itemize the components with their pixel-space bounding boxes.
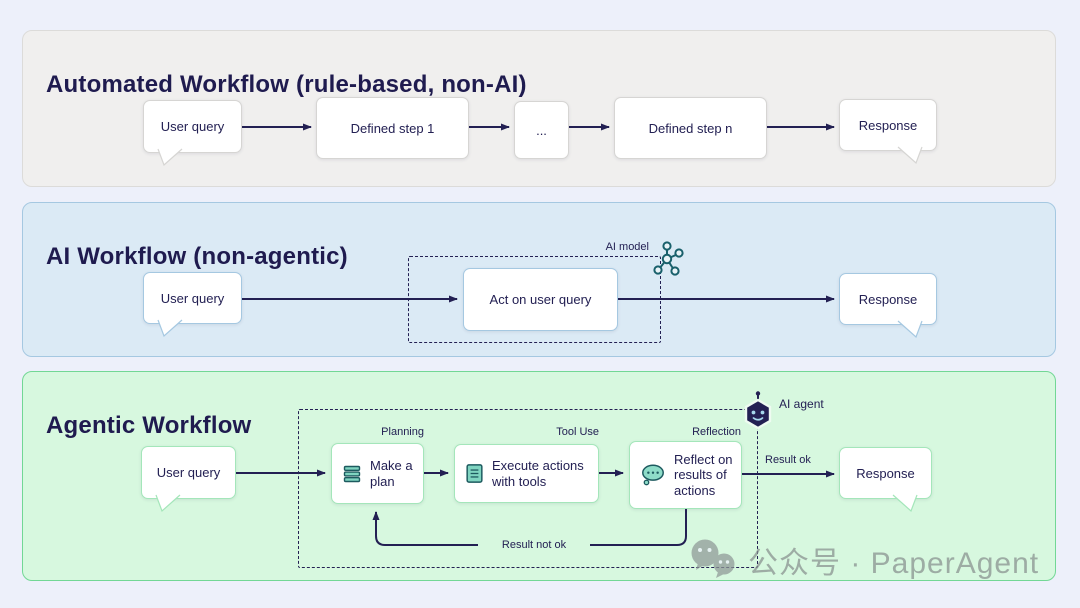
reflect-label: Reflect on results of actions [674,452,733,498]
wechat-icon [691,539,735,578]
ai-agent-dashed-boundary [298,409,758,568]
defined-step-n-label: Defined step n [648,120,733,136]
speech-tail-left [157,319,183,338]
user-query-label: User query [156,465,221,480]
user-query-bubble: User query [141,446,236,513]
tool-use-stage-label: Tool Use [556,426,599,438]
watermark: 公众号 · PaperAgent [688,538,1039,582]
planning-stage-label: Planning [381,426,424,438]
speech-tail-right [897,146,923,165]
act-on-user-query-label: Act on user query [489,292,592,307]
ellipsis-label: ... [536,122,547,138]
response-bubble: Response [839,99,937,165]
ellipsis-box: ... [514,101,569,159]
ai-workflow-title: AI Workflow (non-agentic) [46,242,348,270]
speech-tail-left [155,494,181,513]
panel-automated-workflow: Automated Workflow (rule-based, non-AI) … [22,30,1056,187]
result-ok-label: Result ok [765,454,811,466]
reflection-stage-label: Reflection [692,426,741,438]
user-query-label: User query [160,119,225,134]
execute-actions-box: Execute actions with tools [454,444,599,503]
agentic-workflow-title: Agentic Workflow [46,411,252,439]
ai-agent-icon [744,391,772,430]
act-on-user-query-box: Act on user query [463,268,618,331]
user-query-label: User query [160,290,225,306]
automated-workflow-title: Automated Workflow (rule-based, non-AI) [46,70,527,98]
panel-agentic-workflow: Agentic Workflow User query Planning Too… [22,371,1056,581]
make-a-plan-box: Make a plan [331,443,424,504]
tools-document-icon [466,464,483,483]
panel-ai-workflow: AI Workflow (non-agentic) User query Act… [22,202,1056,357]
speech-tail-right [897,320,923,339]
result-not-ok-label: Result not ok [478,538,590,552]
response-bubble: Response [839,447,932,513]
reflect-box: Reflect on results of actions [629,441,742,509]
response-label: Response [858,291,918,307]
response-label: Response [856,465,915,481]
user-query-bubble: User query [143,272,242,338]
response-bubble: Response [839,273,937,339]
execute-actions-label: Execute actions with tools [492,458,584,489]
watermark-text: 公众号 · PaperAgent [748,547,1040,580]
ai-model-icon [653,241,684,276]
defined-step-n-box: Defined step n [614,97,767,159]
speech-tail-left [157,148,183,167]
ai-model-label: AI model [605,241,649,253]
plan-stack-icon [343,465,361,482]
response-label: Response [858,117,918,133]
ai-agent-label: AI agent [779,397,824,411]
reflection-thought-icon [642,464,664,485]
user-query-bubble: User query [143,100,242,167]
defined-step-1-label: Defined step 1 [350,120,435,136]
defined-step-1-box: Defined step 1 [316,97,469,159]
speech-tail-right [892,494,918,513]
make-a-plan-label: Make a plan [370,458,413,489]
